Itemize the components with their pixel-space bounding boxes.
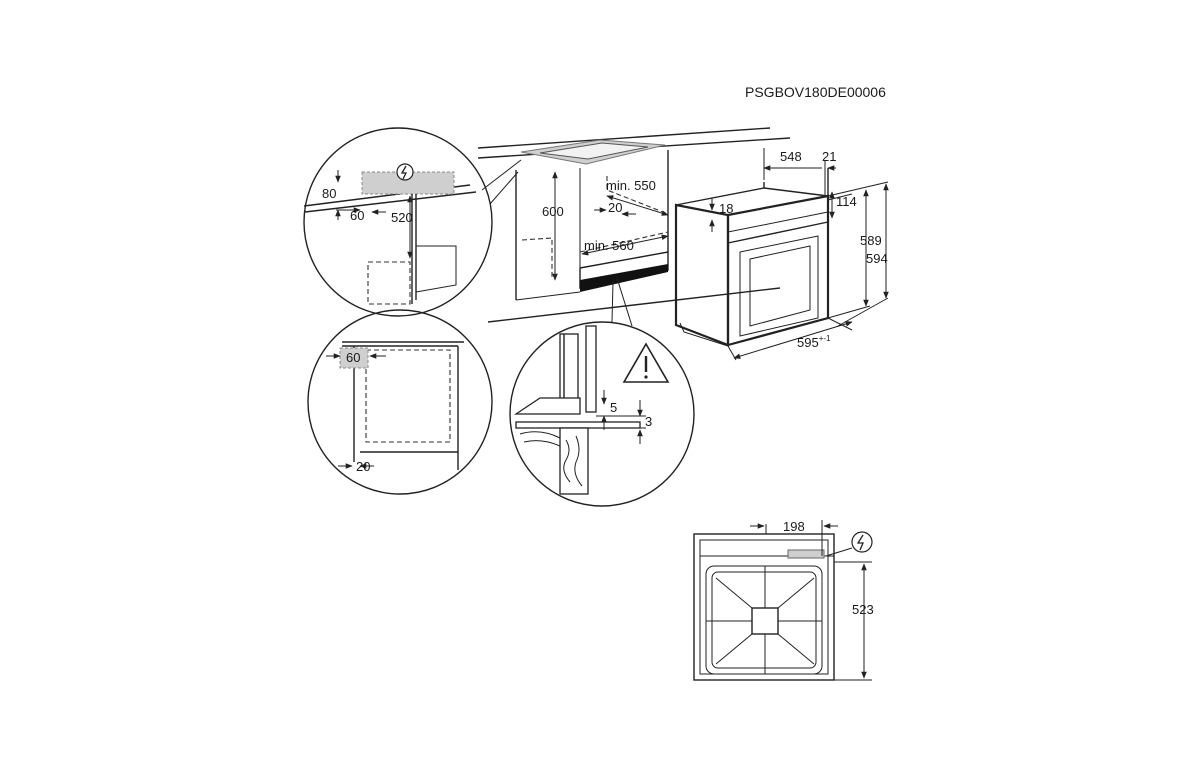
dim-18: 18 <box>719 201 733 216</box>
dim-min-560: min. 560 <box>584 238 634 253</box>
cabinet-perspective: 600 min. 550 20 min. 560 <box>477 127 791 327</box>
oven-perspective: 548 21 18 114 589 594 595+-1 <box>674 148 889 361</box>
dim-min-550: min. 550 <box>606 178 656 193</box>
dim-114: 114 <box>836 194 857 209</box>
dim-520: 520 <box>391 210 413 225</box>
dim-589: 589 <box>860 233 882 248</box>
dim-60-side: 60 <box>346 350 360 365</box>
dim-60-top: 60 <box>350 208 364 223</box>
reference-code: PSGBOV180DE00006 <box>745 84 886 100</box>
warning-icon <box>622 342 670 383</box>
fan-cover <box>705 565 823 675</box>
electric-connection-icon <box>396 163 414 181</box>
dim-594: 594 <box>866 251 888 266</box>
detail-circle-side: 60 20 <box>307 309 493 495</box>
detail-circle-electric: 80 60 520 <box>303 127 493 317</box>
oven-rear-view: 198 523 <box>693 519 874 681</box>
dim-548: 548 <box>780 149 802 164</box>
electric-connection-icon <box>825 531 873 557</box>
dim-20-side: 20 <box>356 459 370 474</box>
dim-595: 595+-1 <box>797 334 831 350</box>
detail-circle-ventilation: 5 3 <box>509 321 695 507</box>
dim-523: 523 <box>852 602 874 617</box>
dim-5: 5 <box>610 400 617 415</box>
ventilation-slot <box>580 264 668 292</box>
dim-21: 21 <box>822 149 836 164</box>
dim-198: 198 <box>783 519 805 534</box>
dim-600: 600 <box>542 204 564 219</box>
dim-80: 80 <box>322 186 336 201</box>
dim-3: 3 <box>645 414 652 429</box>
dim-20-top: 20 <box>608 200 622 215</box>
